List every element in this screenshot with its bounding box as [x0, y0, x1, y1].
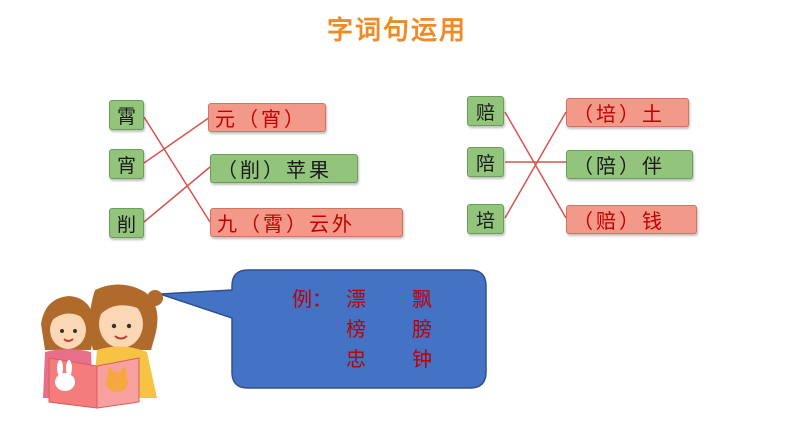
phrase-box-right-1: （培）土 [566, 98, 689, 127]
phrase-box-right-3: （赔）钱 [566, 205, 697, 234]
char-box-left-1: 霄 [109, 100, 144, 130]
phrase-box-left-2: （削）苹果 [210, 154, 358, 183]
girls-reading-illustration [41, 284, 163, 409]
example-char-3a: 忠 [346, 347, 366, 371]
example-char-3b: 钟 [412, 347, 432, 371]
example-char-2b: 膀 [412, 317, 432, 341]
example-label: 例： [292, 287, 332, 311]
match-line-xiao1-jiuxiao [143, 116, 211, 223]
example-char-1b: 飘 [412, 287, 432, 311]
phrase-box-right-2: （陪）伴 [566, 150, 693, 179]
char-box-left-2: 宵 [109, 149, 144, 179]
example-char-2a: 榜 [346, 317, 366, 341]
phrase-box-left-1: 元（宵） [208, 103, 326, 132]
example-char-1a: 漂 [346, 287, 366, 311]
match-line-xiao2-yuanxiao [143, 116, 211, 164]
char-box-right-1: 赔 [467, 96, 504, 126]
match-line-pei3-peitu [504, 111, 567, 219]
char-box-right-2: 陪 [467, 147, 504, 177]
match-line-xue-xuepingguo [143, 166, 211, 223]
char-box-right-3: 培 [467, 204, 504, 234]
char-box-left-3: 削 [109, 208, 144, 238]
page-title: 字词句运用 [326, 16, 467, 46]
phrase-box-left-3: 九（霄）云外 [210, 208, 403, 237]
